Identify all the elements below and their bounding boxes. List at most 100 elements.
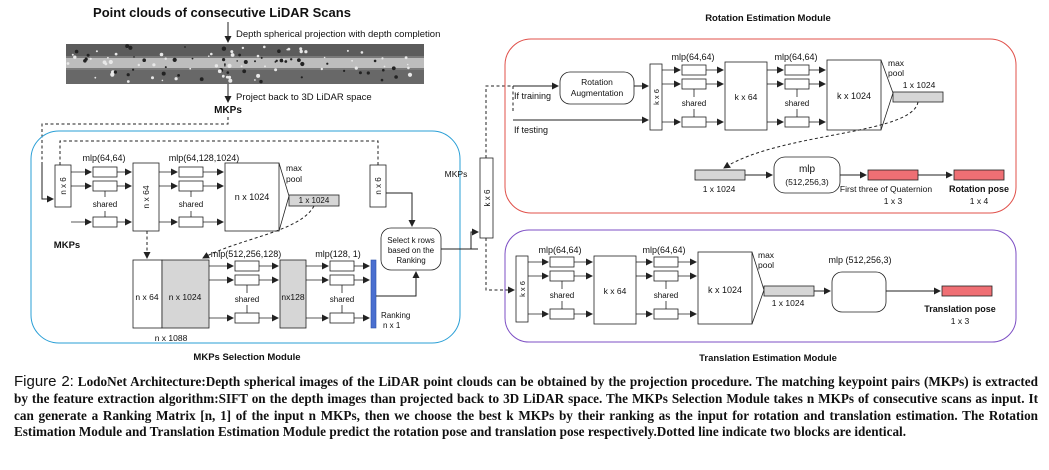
n1024-label: n x 1024: [235, 192, 270, 202]
point-cloud-dot: [300, 61, 305, 67]
point-cloud-dot: [373, 59, 377, 63]
point-cloud-dot: [382, 68, 385, 72]
quaternion-dim-label: 1 x 3: [884, 196, 903, 206]
b128-label: nx128: [281, 292, 304, 302]
trans-mlp2-net: [636, 256, 697, 320]
aug-line2: Augmentation: [571, 88, 624, 98]
point-cloud-dot: [274, 68, 278, 72]
rot-global-feature: [892, 91, 944, 103]
point-cloud-dot: [254, 60, 256, 63]
point-cloud-dot: [284, 60, 288, 63]
point-cloud-dot: [111, 70, 115, 75]
rotation-augmentation-box: [559, 71, 635, 105]
point-cloud-dot: [114, 52, 118, 56]
rotation-module-title: Rotation Estimation Module: [705, 13, 831, 24]
point-cloud-dot: [184, 46, 186, 48]
point-cloud-dot: [177, 74, 181, 77]
b1088-label: n x 1088: [155, 333, 188, 343]
point-cloud-dot: [230, 50, 234, 54]
figure-caption-text: LodoNet Architecture:Depth spherical ima…: [14, 374, 1038, 440]
point-cloud-dot: [199, 77, 204, 82]
point-cloud-dot: [238, 53, 242, 57]
mkps-top-label: MKPs: [214, 105, 242, 116]
point-cloud-dot: [94, 76, 97, 79]
point-cloud-dot: [404, 56, 408, 60]
point-cloud-dot: [230, 53, 235, 57]
point-cloud-dot: [274, 61, 277, 63]
point-cloud-dot: [74, 49, 79, 54]
point-cloud-dot: [360, 51, 364, 54]
sel-mlp4-label: mlp(128, 1): [315, 249, 361, 259]
point-cloud-dot: [152, 63, 156, 67]
point-cloud-dot: [113, 70, 117, 74]
point-cloud-dot: [217, 69, 222, 74]
point-cloud-dot: [102, 60, 107, 65]
translation-pose-label: Translation pose: [924, 304, 996, 314]
select-line2: based on the: [388, 246, 435, 255]
mkps-input-label: MKPs: [54, 240, 80, 251]
sel-feature-label: 1 x 1024: [299, 196, 330, 205]
point-cloud-dot: [290, 58, 293, 61]
translation-module-frame: [504, 229, 1017, 343]
rot-k64-label: k x 64: [735, 92, 758, 102]
point-cloud-dot: [358, 71, 362, 75]
point-cloud-dot: [228, 78, 233, 83]
point-cloud-dot: [225, 75, 229, 79]
ranking-label: Ranking: [381, 311, 410, 320]
trans-k6-block: [515, 255, 529, 323]
point-cloud-dot: [242, 69, 247, 74]
point-cloud-dot: [297, 58, 301, 62]
point-cloud-dot: [299, 49, 303, 54]
trans-feat-label: 1 x 1024: [772, 298, 805, 308]
trans-k1024-block: [697, 251, 753, 325]
point-cloud-dot: [256, 73, 261, 78]
point-cloud-dot: [346, 49, 349, 52]
point-cloud-dot: [236, 60, 238, 62]
rot-k6-label: k x 6: [652, 89, 661, 105]
rot-mlp2-net: [767, 64, 826, 128]
project-back-label: Project back to 3D LiDAR space: [236, 92, 372, 103]
rot-max-label: max: [888, 58, 905, 68]
projection-step-label: Depth spherical projection with depth co…: [236, 29, 440, 40]
rot-feat2-block: [694, 169, 746, 181]
rot-k64-block: [724, 61, 768, 131]
point-cloud-dot: [366, 71, 370, 75]
rot-mlp1-label: mlp(64,64): [671, 52, 714, 62]
ranking-bar: [370, 259, 377, 329]
point-cloud-dot: [89, 57, 92, 60]
architecture-diagram: Point clouds of consecutive LiDAR Scans …: [30, 5, 1017, 364]
b64-block: [132, 259, 163, 329]
input-n6-label: n x 6: [59, 177, 68, 195]
select-line3: Ranking: [396, 256, 425, 265]
point-cloud-dot: [299, 47, 303, 51]
point-cloud-dot: [210, 52, 213, 56]
point-cloud-dot: [161, 71, 166, 76]
rot-mlp-dims: (512,256,3): [785, 177, 829, 187]
figure-label: Figure 2:: [14, 373, 74, 390]
rot-mlp1-net: [662, 64, 724, 128]
point-cloud-dot: [73, 55, 77, 59]
point-cloud-dot: [287, 47, 291, 51]
n64-label: n x 64: [141, 185, 151, 208]
point-cloud-dot: [391, 66, 396, 71]
sel-shared4-label: shared: [330, 295, 354, 304]
rot-pool-label: pool: [888, 68, 904, 78]
point-cloud-dot: [222, 58, 226, 62]
b128-block: [279, 259, 307, 329]
rotation-pose-label: Rotation pose: [949, 184, 1009, 194]
rot-k1024-label: k x 1024: [837, 91, 871, 101]
sel-mlp1-label: mlp(64,64): [82, 153, 125, 163]
point-cloud-dot: [126, 73, 130, 77]
trans-pool-label: pool: [758, 260, 774, 270]
rot-feat2-label: 1 x 1024: [703, 184, 736, 194]
translation-pose-block: [941, 285, 993, 297]
point-cloud-dot: [406, 63, 409, 66]
sel-shared2-label: shared: [179, 200, 203, 209]
point-cloud-dot: [320, 67, 323, 71]
point-cloud-dot: [227, 63, 232, 68]
point-cloud-dot: [260, 56, 263, 59]
n6b-block: [369, 164, 387, 208]
point-cloud-dot: [191, 57, 194, 60]
point-cloud-dot: [263, 45, 266, 49]
point-cloud-dot: [354, 66, 358, 70]
